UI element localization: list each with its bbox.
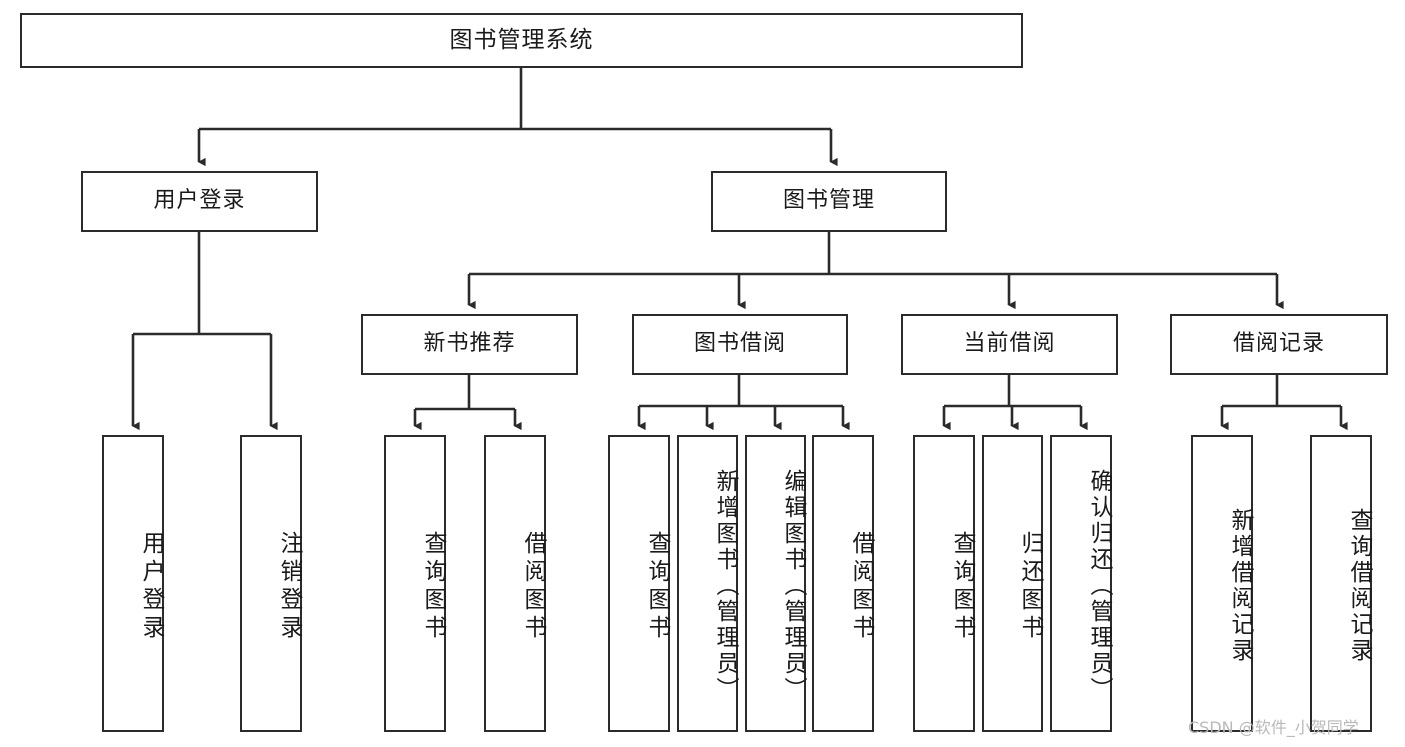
leaf-return-book[interactable]: 归还图书 (982, 435, 1043, 732)
leaf-add-borrow-record[interactable]: 新增借阅记录 (1191, 435, 1253, 732)
node-book-management[interactable]: 图书管理 (711, 171, 947, 232)
leaf-query-book-current[interactable]: 查询图书 (913, 435, 975, 732)
csdn-watermark: CSDN @软件_小贺同学 (1188, 718, 1359, 737)
node-borrow-record[interactable]: 借阅记录 (1170, 314, 1388, 375)
leaf-logout[interactable]: 注销登录 (240, 435, 302, 732)
leaf-user-login[interactable]: 用户登录 (102, 435, 164, 732)
node-book-borrow[interactable]: 图书借阅 (632, 314, 848, 375)
leaf-borrow-book-recommend[interactable]: 借阅图书 (484, 435, 546, 732)
node-new-book-recommend[interactable]: 新书推荐 (361, 314, 578, 375)
leaf-query-borrow-record[interactable]: 查询借阅记录 (1310, 435, 1372, 732)
leaf-edit-book-admin[interactable]: 编辑图书（管理员） (745, 435, 806, 732)
node-current-borrow[interactable]: 当前借阅 (901, 314, 1118, 375)
node-user-login[interactable]: 用户登录 (81, 171, 318, 232)
leaf-add-book-admin[interactable]: 新增图书（管理员） (677, 435, 738, 732)
leaf-confirm-return-admin[interactable]: 确认归还（管理员） (1050, 435, 1112, 732)
leaf-borrow-book[interactable]: 借阅图书 (812, 435, 874, 732)
leaf-query-book-recommend[interactable]: 查询图书 (384, 435, 446, 732)
node-root-system[interactable]: 图书管理系统 (20, 13, 1023, 68)
leaf-query-book-borrow[interactable]: 查询图书 (608, 435, 670, 732)
